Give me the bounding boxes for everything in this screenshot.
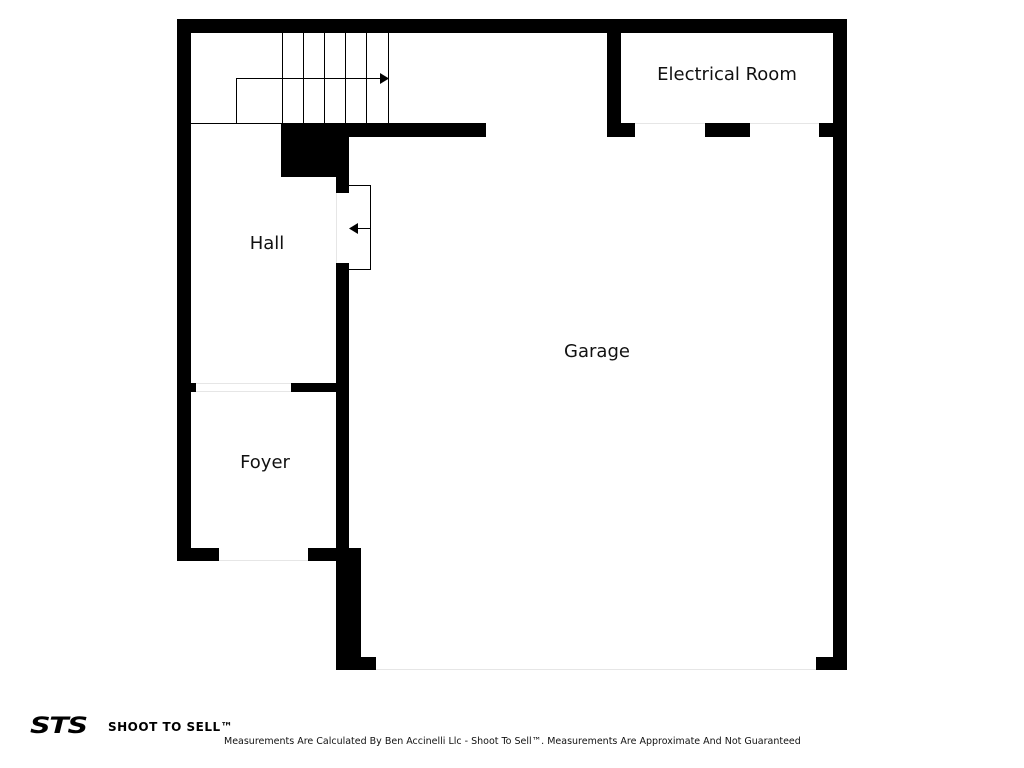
room-label-garage: Garage (564, 341, 630, 362)
openings (196, 123, 819, 670)
hall-door (349, 185, 371, 270)
foyer-top-wall-1 (177, 383, 196, 392)
garage-left-wall (336, 548, 361, 670)
stair-direction-arrow (236, 78, 380, 123)
room-label-foyer: Foyer (240, 452, 290, 473)
walls (177, 19, 847, 670)
electrical-left-wall (607, 33, 621, 137)
hall-wall-upper (336, 177, 349, 193)
hall-garage-wall (336, 263, 349, 563)
shoot-to-sell-logo: STS SHOOT TO SELL™ (30, 714, 233, 739)
measurement-disclaimer: Measurements Are Calculated By Ben Accin… (224, 736, 801, 747)
garage-bottom-wall-2 (816, 657, 847, 670)
electrical-bottom-wall-1 (607, 123, 635, 137)
right-wall (833, 19, 847, 670)
door-arrow-icon (349, 223, 358, 234)
garage-bottom-wall-1 (336, 657, 376, 670)
logo-text: SHOOT TO SELL™ (108, 719, 234, 734)
foyer-bottom-wall-1 (177, 548, 219, 561)
room-label-hall: Hall (250, 233, 285, 254)
electrical-bottom-wall-2 (705, 123, 750, 137)
left-wall (177, 19, 191, 561)
electrical-bottom-wall-3 (819, 123, 847, 137)
logo-mark: STS (30, 714, 88, 739)
stairs (191, 33, 389, 124)
stair-wall (281, 123, 486, 137)
arrow-head-icon (380, 73, 389, 84)
room-label-electrical: Electrical Room (657, 64, 797, 85)
top-wall (177, 19, 847, 33)
foyer-top-wall-2 (291, 383, 349, 392)
